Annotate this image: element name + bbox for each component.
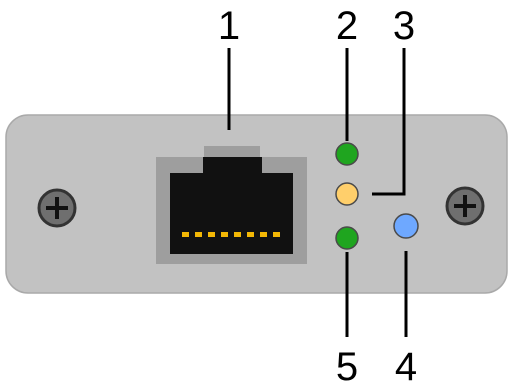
led-amber-middle <box>335 182 359 206</box>
leader-line-3 <box>372 48 406 196</box>
led-green-top <box>335 142 359 166</box>
right-mounting-screw-icon <box>445 186 485 226</box>
led-blue <box>393 213 419 239</box>
callout-5: 5 <box>336 345 358 387</box>
rj45-port-pins <box>182 232 280 237</box>
callout-1: 1 <box>218 4 240 48</box>
callout-3: 3 <box>393 4 415 48</box>
callout-2: 2 <box>336 4 358 48</box>
rj45-port-opening <box>170 157 293 254</box>
rj45-port-icon <box>156 146 307 264</box>
left-mounting-screw-icon <box>37 188 77 228</box>
callout-4: 4 <box>395 345 417 387</box>
leader-lines <box>227 48 408 337</box>
led-green-bottom <box>335 226 359 250</box>
